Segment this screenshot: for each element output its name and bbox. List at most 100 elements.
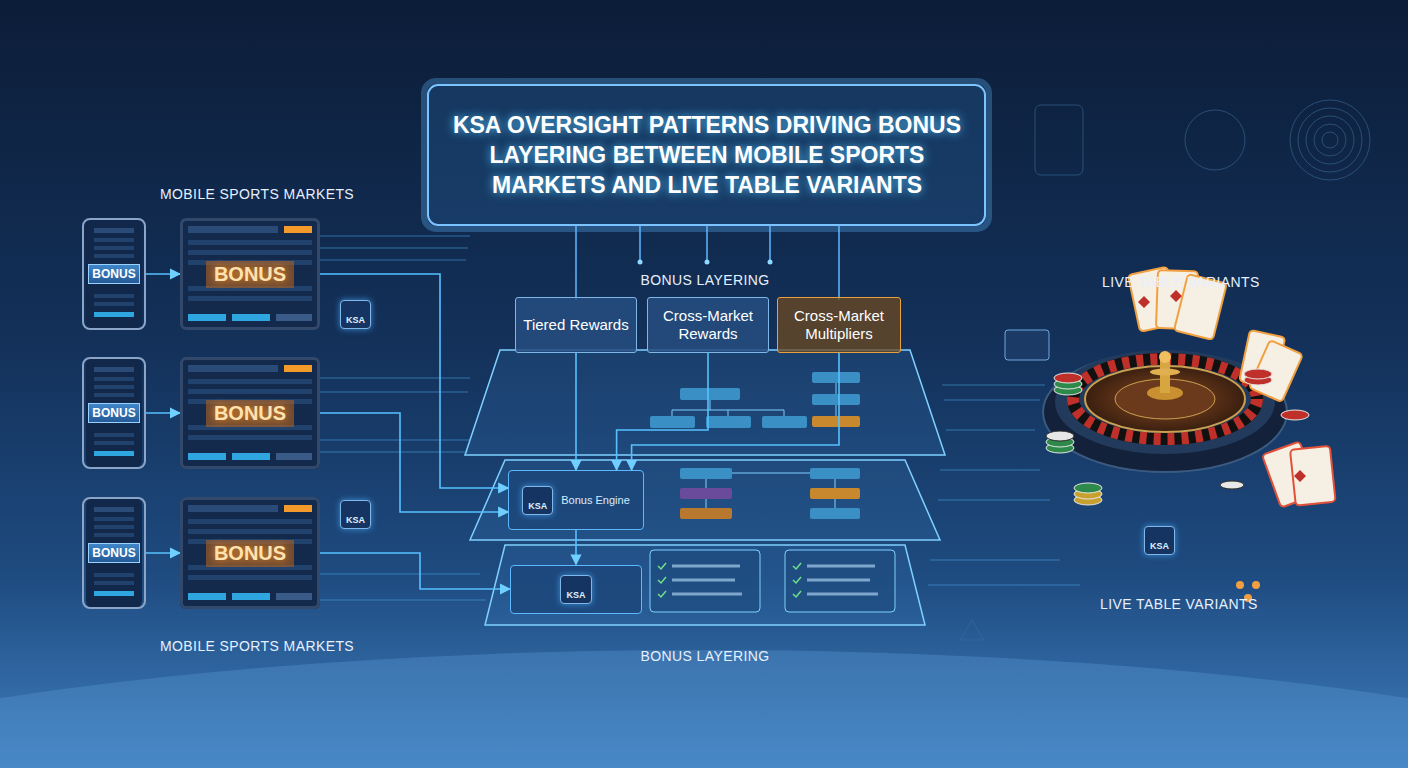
engine-panel: KSA Bonus Engine	[508, 470, 644, 530]
deco-circle	[1306, 116, 1354, 164]
deco-rect	[680, 388, 740, 400]
deco-rect	[810, 488, 860, 499]
phone-screen: BONUS	[82, 357, 145, 469]
deco-path	[835, 479, 836, 508]
deco-rect	[1160, 360, 1170, 393]
deco-ellipse	[1074, 483, 1102, 493]
reward-box: Tiered Rewards	[515, 297, 637, 353]
deco-rect	[812, 416, 860, 427]
section-label: BONUS LAYERING	[640, 272, 769, 288]
section-label: MOBILE SPORTS MARKETS	[160, 186, 354, 202]
node-text: BONUS	[88, 403, 139, 423]
reward-box: Cross-Market Rewards	[647, 297, 769, 353]
deco-path	[960, 620, 984, 640]
ksa-badge: KSA	[340, 300, 371, 329]
deco-path	[836, 383, 837, 416]
deco-circle	[1298, 108, 1362, 172]
deco-use	[86, 497, 142, 609]
deco-ellipse	[1281, 410, 1309, 420]
badge-text: KSA	[522, 486, 553, 515]
deco-circle	[1314, 124, 1346, 156]
deco-circle	[1236, 581, 1244, 589]
connector	[320, 274, 508, 488]
tablet-screen: BONUS	[180, 497, 320, 609]
deco-use	[180, 218, 320, 330]
node-text: BONUS	[88, 264, 139, 284]
deco-path	[672, 400, 784, 416]
connector	[146, 273, 180, 275]
deco-rect	[428, 85, 985, 225]
deco-circle	[768, 260, 773, 265]
deco-path	[706, 473, 810, 508]
deco-rect	[680, 468, 732, 479]
deco-ellipse	[1220, 481, 1244, 489]
deco-polygon	[470, 460, 940, 540]
connector	[146, 552, 180, 554]
deco-rect	[680, 508, 732, 519]
node-text: Cross-Market Multipliers	[784, 307, 894, 343]
deco-circle	[705, 260, 710, 265]
deco-circle	[1252, 581, 1260, 589]
section-label: LIVE TABLE VARIANTS	[1100, 596, 1258, 612]
ksa-badge: KSA	[340, 500, 371, 529]
deco-ellipse	[1073, 359, 1257, 439]
connector	[575, 353, 577, 470]
deco-rect	[1005, 330, 1049, 360]
deco-rect	[810, 468, 860, 479]
deco-use	[86, 218, 142, 330]
connector	[320, 553, 510, 589]
connector	[146, 412, 180, 414]
section-label: LIVE TABLE VARIANTS	[1102, 274, 1260, 290]
deco-rect	[424, 81, 989, 229]
deco-use	[180, 497, 320, 609]
deco-path	[320, 236, 486, 600]
deco-rect	[1035, 105, 1083, 175]
section-label: MOBILE SPORTS MARKETS	[160, 638, 354, 654]
deco-rect	[706, 416, 751, 428]
deco-rect	[812, 394, 860, 405]
deco-use	[180, 357, 320, 469]
phone-screen: BONUS	[82, 497, 145, 609]
connector	[632, 353, 839, 470]
deco-ellipse	[1073, 359, 1257, 439]
diagram-title: KSA OVERSIGHT PATTERNS DRIVING BONUS LAY…	[437, 110, 977, 200]
deco-ellipse	[0, 650, 1408, 768]
connector	[617, 353, 708, 470]
deco-circle	[638, 260, 643, 265]
deco-circle	[1185, 110, 1245, 170]
deco-circle	[1322, 132, 1338, 148]
deco-rect	[812, 372, 860, 383]
deco-rect	[680, 488, 732, 499]
tablet-screen: BONUS	[180, 357, 320, 469]
deco-ellipse	[1244, 369, 1272, 379]
reward-box: Cross-Market Multipliers	[777, 297, 901, 353]
node-text: Cross-Market Rewards	[654, 307, 762, 343]
deco-rect	[810, 508, 860, 519]
deco-path	[672, 566, 878, 594]
deco-circle	[1159, 351, 1171, 363]
engine-panel: KSA	[510, 565, 642, 614]
node-text: BONUS	[206, 540, 294, 567]
deco-ellipse	[1054, 373, 1082, 383]
deco-use	[86, 357, 142, 469]
deco-ellipse	[1150, 369, 1180, 376]
node-text: BONUS	[206, 400, 294, 427]
deco-circle	[1290, 100, 1370, 180]
node-text: BONUS	[206, 261, 294, 288]
connector	[575, 530, 577, 565]
deco-rect	[762, 416, 807, 428]
node-text: Bonus Engine	[561, 494, 630, 506]
connector	[320, 413, 508, 512]
deco-polygon	[485, 545, 925, 625]
deco-rect	[650, 416, 695, 428]
deco-ellipse	[1046, 431, 1074, 441]
ksa-badge: KSA	[1144, 526, 1175, 555]
node-text: BONUS	[88, 543, 139, 563]
tablet-screen: BONUS	[180, 218, 320, 330]
phone-screen: BONUS	[82, 218, 145, 330]
deco-polygon	[465, 350, 945, 455]
deco-path	[576, 225, 839, 300]
node-text: Tiered Rewards	[523, 316, 628, 334]
section-label: BONUS LAYERING	[640, 648, 769, 664]
